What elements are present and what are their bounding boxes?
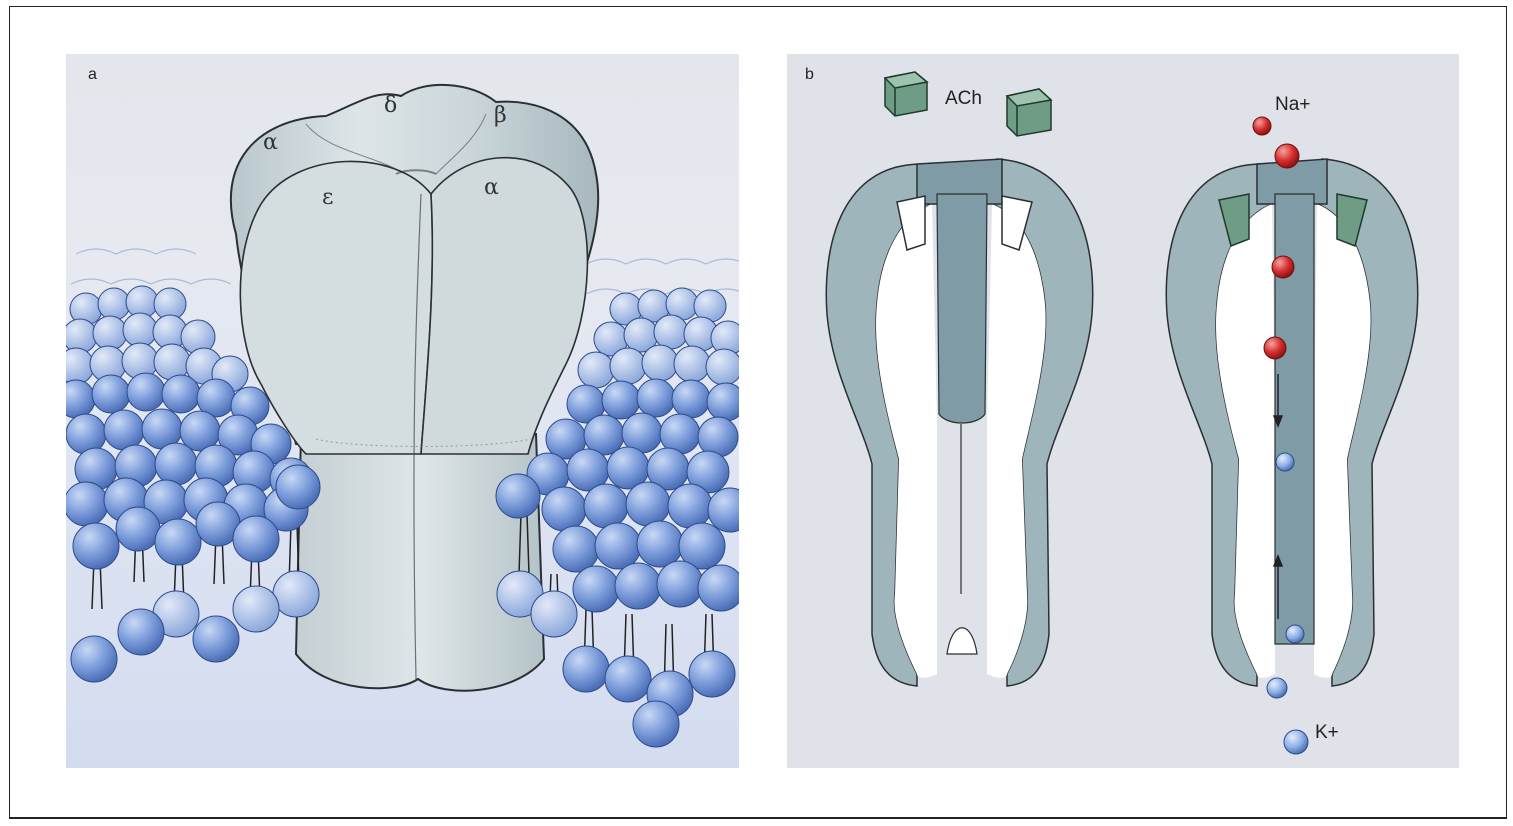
channel-illustration: ACh bbox=[787, 54, 1459, 768]
receptor-stem bbox=[296, 434, 544, 691]
sodium-label: Na+ bbox=[1275, 94, 1310, 115]
potassium-label: K+ bbox=[1315, 722, 1339, 743]
subunit-label-alpha-right: α bbox=[484, 175, 499, 200]
subunit-label-beta: β bbox=[494, 103, 507, 128]
closed-channel bbox=[826, 159, 1092, 686]
lipid-bilayer-right-back bbox=[578, 288, 739, 388]
subunit-label-alpha-left: α bbox=[263, 130, 278, 155]
subunit-label-epsilon: ε bbox=[322, 185, 333, 210]
ach-molecule-icon bbox=[885, 72, 927, 116]
ach-molecule-icon bbox=[1007, 89, 1051, 136]
panel-label-b: b bbox=[805, 66, 814, 84]
panel-b-channel-gating: ACh bbox=[787, 54, 1459, 768]
panel-label-a: a bbox=[88, 66, 97, 84]
subunit-alpha-front bbox=[421, 158, 587, 454]
open-channel bbox=[1166, 159, 1417, 686]
ach-label: ACh bbox=[945, 88, 982, 109]
panel-a-receptor-structure: α δ β ε α bbox=[66, 54, 739, 768]
receptor-illustration: α δ β ε α bbox=[66, 54, 739, 768]
subunit-epsilon bbox=[240, 161, 432, 454]
subunit-label-delta: δ bbox=[384, 93, 397, 118]
